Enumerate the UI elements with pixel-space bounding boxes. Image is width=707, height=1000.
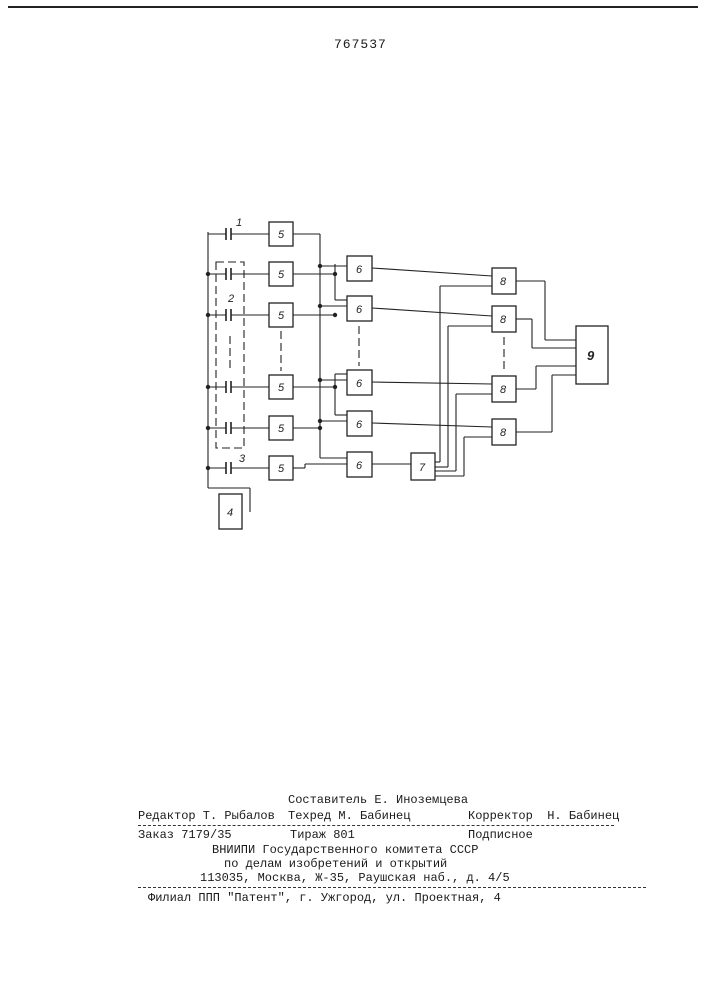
label-5d: 5 [278,382,285,394]
branch-line: Филиал ППП "Патент", г. Ужгород, ул. Про… [148,891,501,905]
capacitor-rows [208,228,269,474]
label-1: 1 [236,217,242,229]
subscription-line: Подписное [468,828,533,842]
label-6e: 6 [356,460,363,472]
circulation-line: Тираж 801 [290,828,355,842]
org-line-2: по делам изобретений и открытий [224,857,447,871]
label-4: 4 [227,507,233,519]
label-3: 3 [239,453,246,465]
label-5f: 5 [278,463,285,475]
label-8b: 8 [500,314,507,326]
label-8c: 8 [500,384,507,396]
wiring-8-to-9 [516,281,576,432]
corrector-line: Корректор Н. Бабинец [468,809,619,823]
wiring-5-to-6 [293,234,347,468]
divider-2 [138,887,646,888]
label-2: 2 [227,293,234,305]
label-5a: 5 [278,229,285,241]
wiring-6-to-8 [372,268,492,464]
label-8a: 8 [500,276,507,288]
label-5e: 5 [278,423,285,435]
editor-line: Редактор Т. Рыбалов [138,809,275,823]
order-line: Заказ 7179/35 [138,828,232,842]
address-line: 113035, Москва, Ж-35, Раушская наб., д. … [200,871,510,885]
label-9: 9 [587,348,595,363]
compiler-line: Составитель Е. Иноземцева [288,793,468,807]
label-7: 7 [419,462,426,474]
label-5c: 5 [278,310,285,322]
techred-line: Техред М. Бабинец [288,809,410,823]
label-6a: 6 [356,264,363,276]
label-6d: 6 [356,419,363,431]
label-6c: 6 [356,378,363,390]
label-6b: 6 [356,304,363,316]
label-5b: 5 [278,269,285,281]
divider-1 [138,825,614,826]
blocks-6 [347,256,372,477]
label-8d: 8 [500,427,507,439]
org-line-1: ВНИИПИ Государственного комитета СССР [212,843,478,857]
